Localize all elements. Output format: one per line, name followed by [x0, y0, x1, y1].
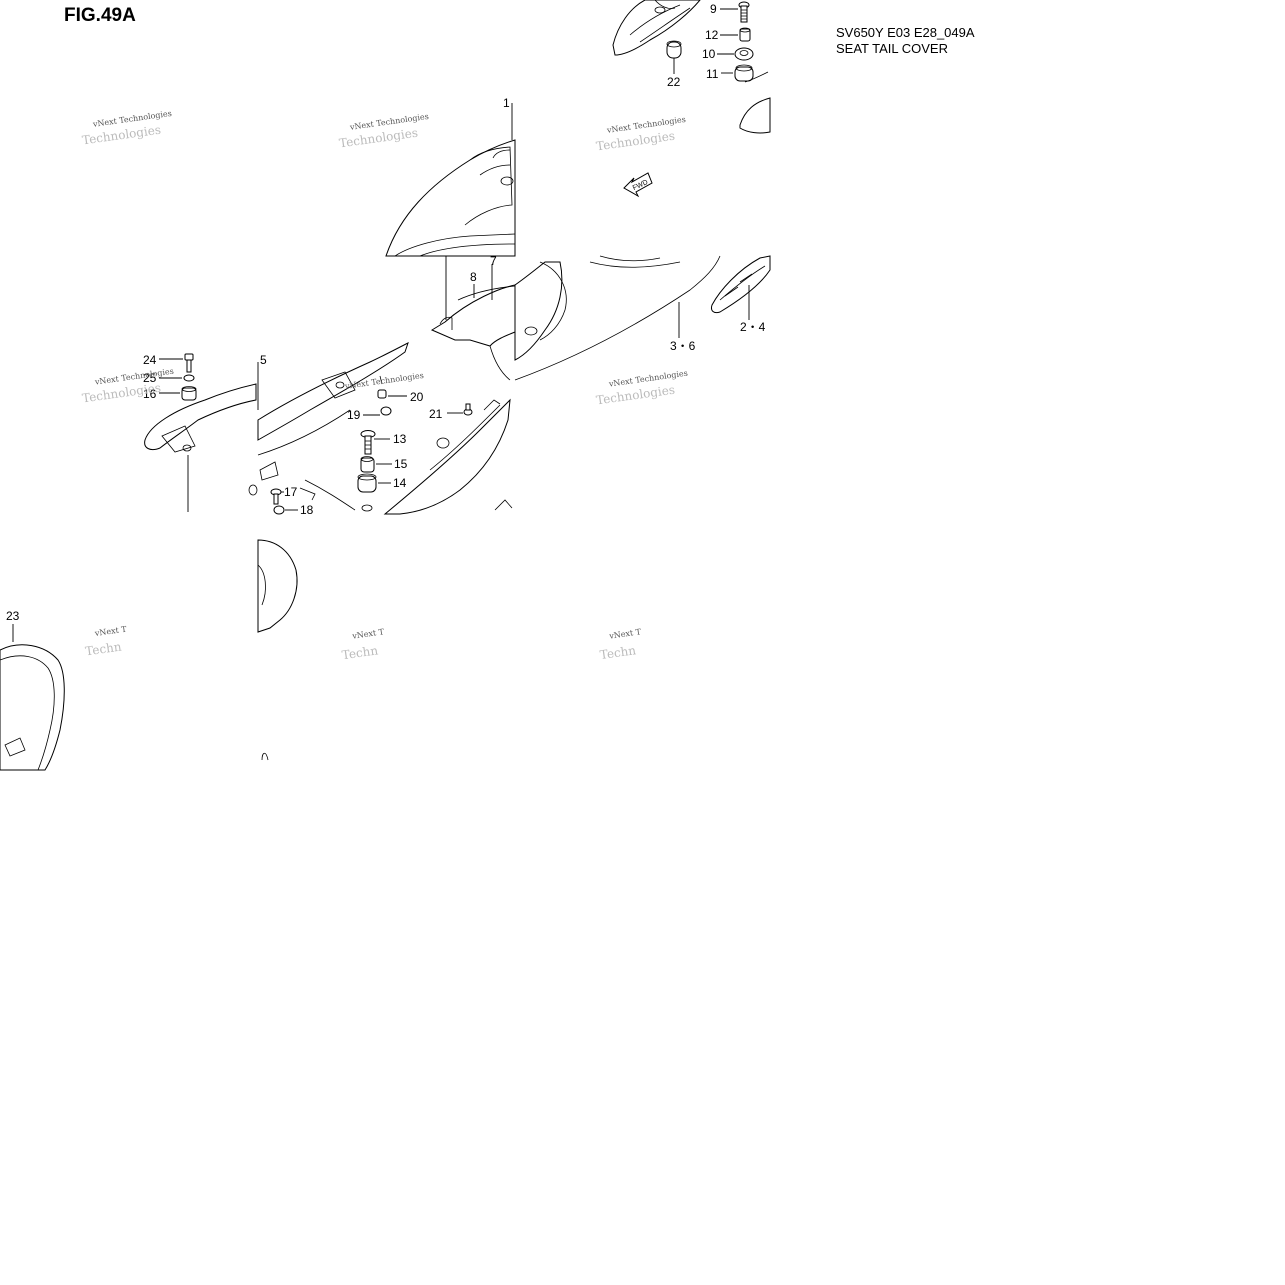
tail-cover-part-1 [385, 103, 516, 257]
svg-text:Technologies: Technologies [595, 383, 676, 408]
watermark-2: Technologies vNext Technologies [338, 112, 429, 151]
grommet-part-22 [666, 40, 682, 74]
callout-20: 20 [410, 390, 424, 404]
callout-21: 21 [429, 407, 443, 421]
section-name: SEAT TAIL COVER [836, 41, 948, 56]
model-code: SV650Y E03 E28_049A [836, 25, 975, 40]
seat-edge-center [257, 539, 298, 761]
callout-12: 12 [705, 28, 719, 42]
collar-part-15 [360, 456, 392, 473]
svg-text:Techn: Techn [84, 640, 122, 659]
bolt-part-13 [360, 430, 390, 455]
seat-part-23 [0, 624, 65, 771]
watermark-4: Technologies vNext Technologies [81, 367, 174, 406]
callout-10: 10 [702, 47, 716, 61]
tail-frame-part-5 [257, 342, 409, 511]
bolt-part-9 [720, 1, 750, 23]
bolt-part-24 [159, 353, 194, 373]
callout-19: 19 [347, 408, 361, 422]
side-cover-part-2-4 [711, 255, 771, 320]
callout-25: 25 [143, 371, 157, 385]
spacer-part-16 [159, 386, 197, 401]
callout-24: 24 [143, 353, 157, 367]
callout-2-4: 2・4 [740, 320, 766, 334]
bolt-part-17 [248, 484, 284, 505]
callout-14: 14 [393, 476, 407, 490]
callout-9: 9 [710, 2, 717, 16]
callout-18: 18 [300, 503, 314, 517]
svg-text:vNext T: vNext T [93, 625, 127, 639]
callout-1: 1 [503, 96, 510, 110]
callout-15: 15 [394, 457, 408, 471]
svg-text:Techn: Techn [599, 643, 637, 662]
tail-body-right [514, 255, 721, 381]
clip-part-21 [447, 399, 501, 416]
figure-title: FIG.49A [64, 5, 136, 26]
washer-part-25 [159, 374, 195, 382]
grab-rail-left [144, 383, 257, 512]
watermark-9: Techn vNext T [599, 627, 642, 662]
watermark-3: Technologies vNext Technologies [595, 115, 686, 154]
watermark-8: Techn vNext T [341, 627, 385, 662]
washer-part-10 [717, 47, 754, 61]
svg-text:Technologies: Technologies [81, 381, 162, 406]
watermark-6: Technologies vNext Technologies [595, 369, 688, 408]
callout-8: 8 [470, 270, 477, 284]
svg-text:vNext T: vNext T [608, 627, 642, 641]
tail-light-bracket [612, 0, 701, 56]
callout-23: 23 [6, 609, 20, 623]
callout-16: 16 [143, 387, 157, 401]
callout-7: 7 [490, 254, 497, 268]
callout-17: 17 [284, 485, 298, 499]
watermark-1: Technologies vNext Technologies [81, 109, 172, 148]
screw-part-19 [363, 406, 392, 416]
fwd-arrow-icon: FWD [623, 172, 653, 198]
grommet-part-14 [357, 473, 391, 512]
collar-part-12 [720, 27, 751, 42]
callout-22: 22 [667, 75, 681, 89]
callout-5: 5 [260, 353, 267, 367]
svg-text:vNext T: vNext T [351, 627, 385, 641]
watermark-7: Techn vNext T [84, 625, 127, 659]
svg-text:Techn: Techn [341, 643, 379, 662]
callout-11: 11 [706, 67, 719, 81]
callout-13: 13 [393, 432, 407, 446]
nut-part-18 [273, 505, 298, 515]
cover-edge-right [739, 97, 771, 134]
nut-part-20 [377, 375, 407, 399]
callout-3-6: 3・6 [670, 339, 696, 353]
grommet-part-11 [721, 64, 769, 83]
tail-cover-lower [383, 398, 513, 515]
